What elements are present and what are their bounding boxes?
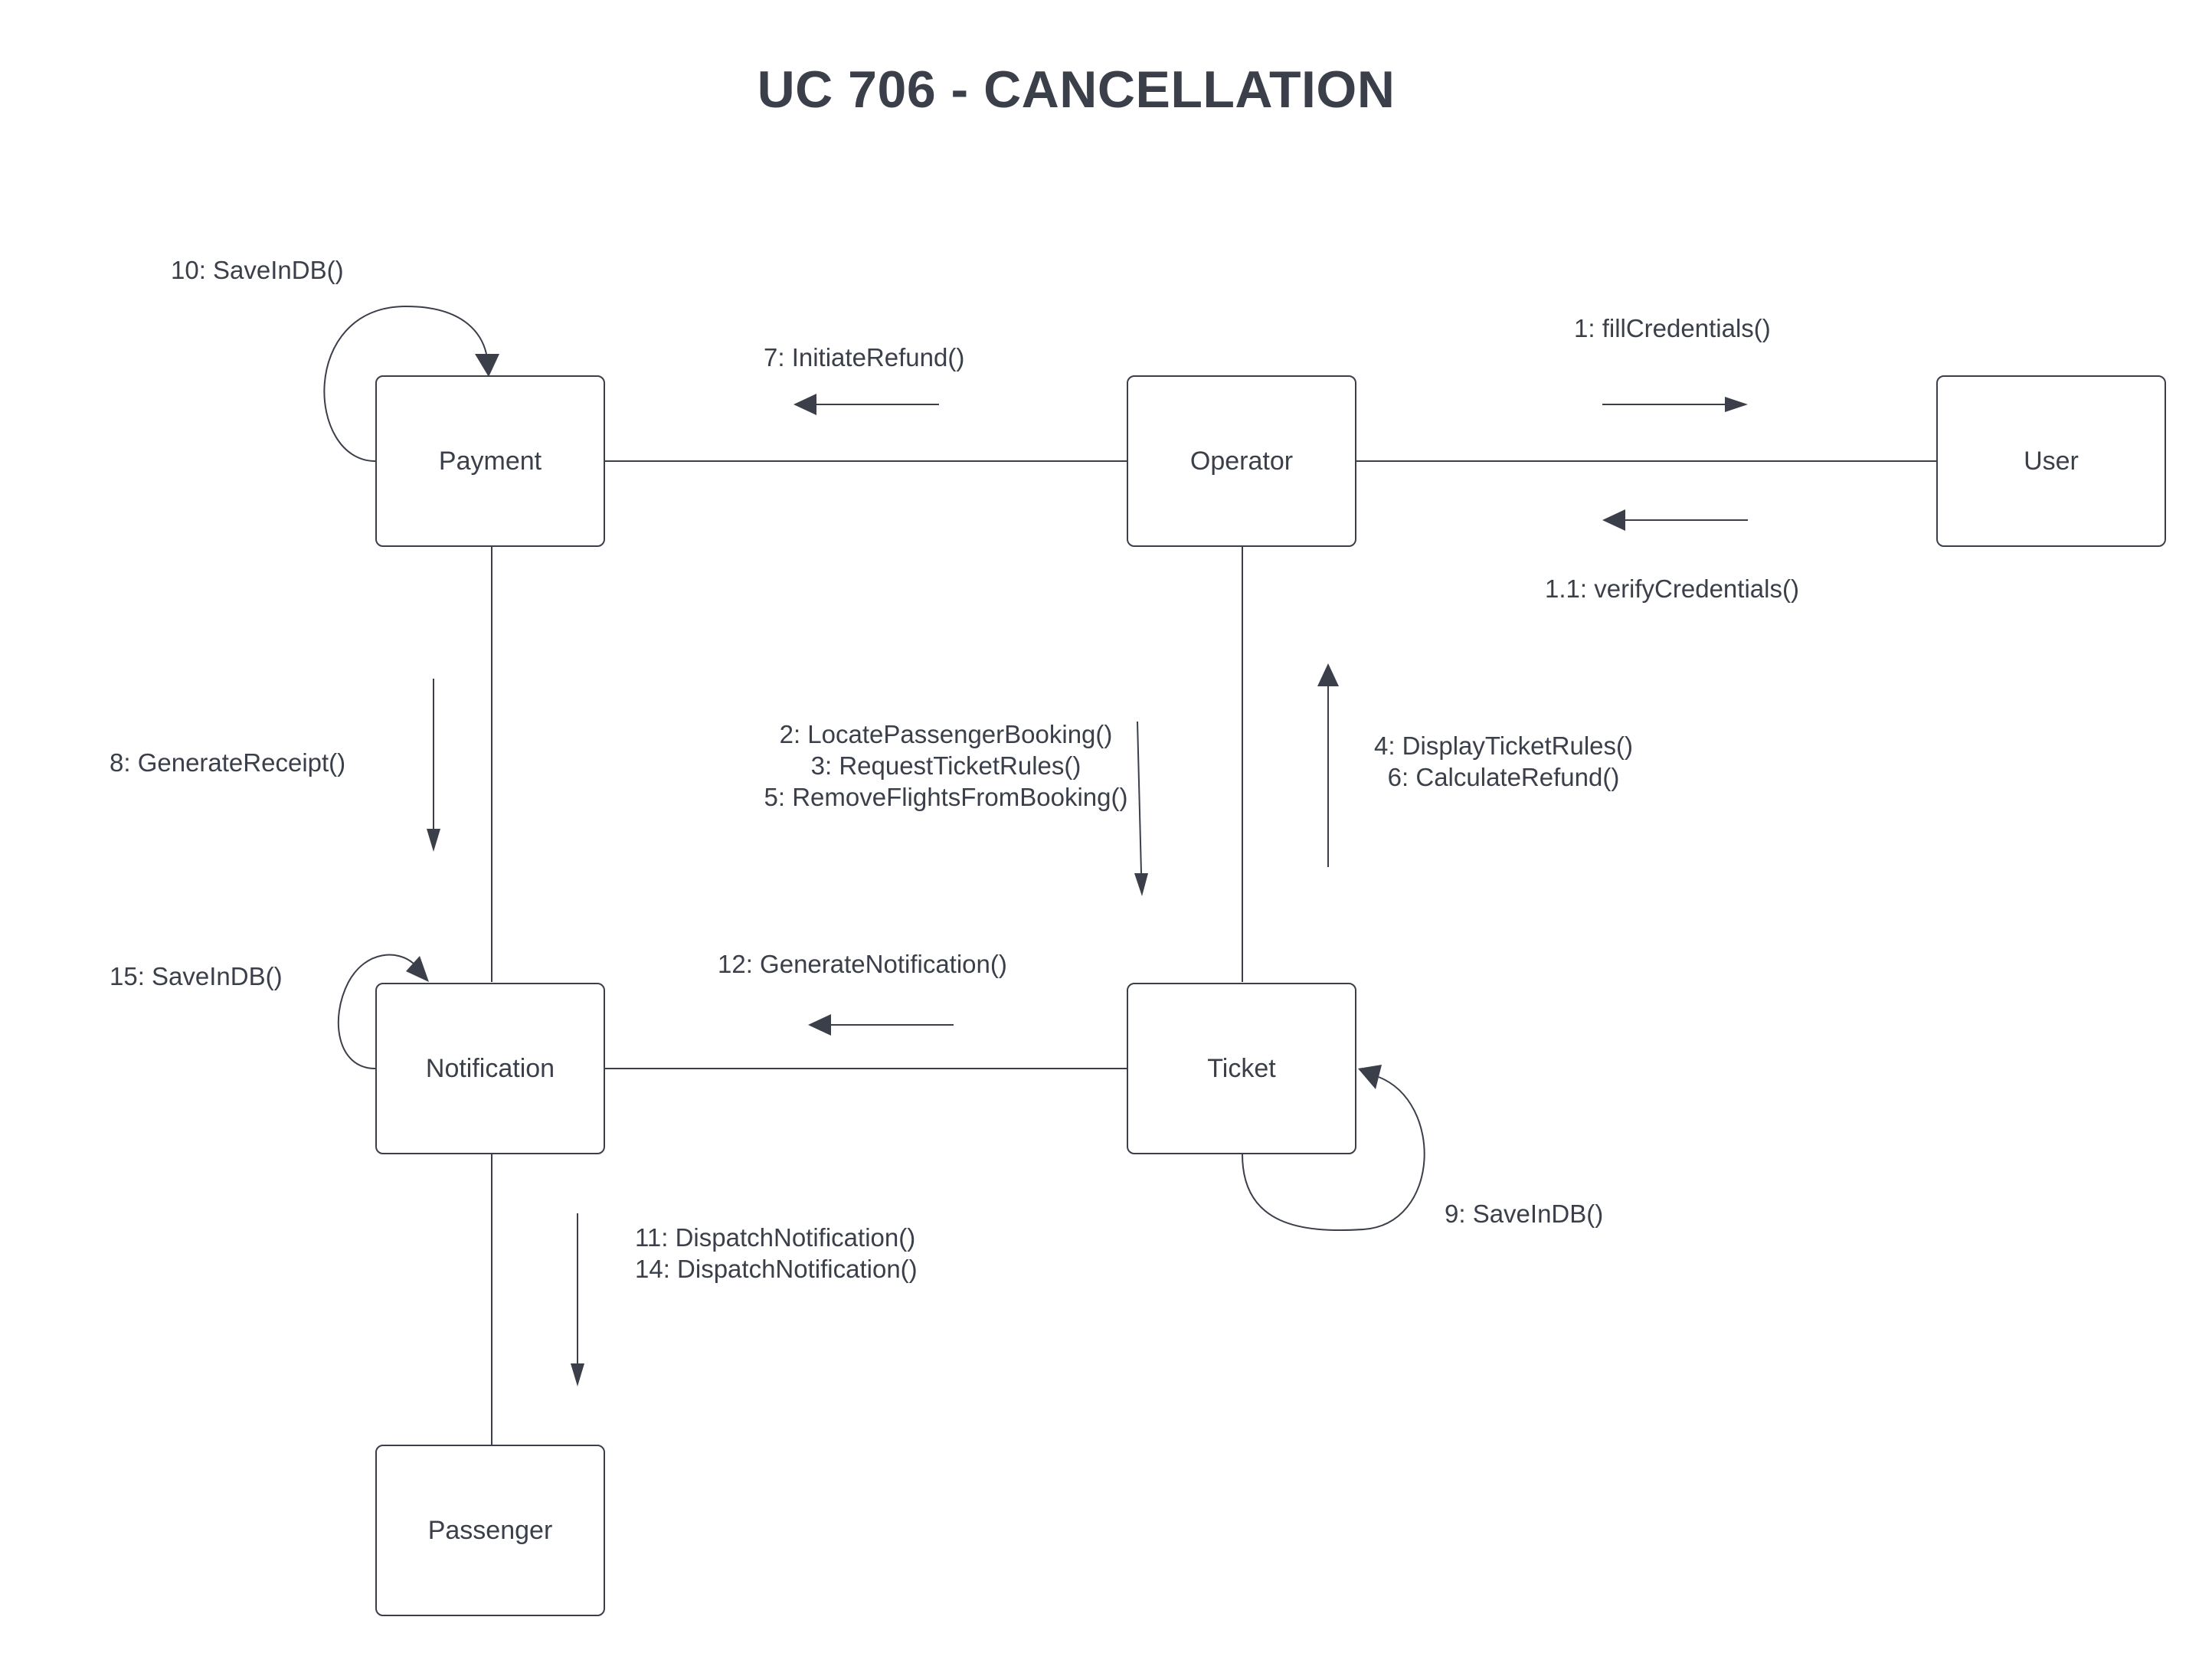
message-group-operator-to-ticket: 2: LocatePassengerBooking() 3: RequestTi… (735, 718, 1157, 813)
arrow-fill-credentials (1602, 397, 1748, 412)
object-ticket: Ticket (1127, 983, 1356, 1154)
self-loop-payment (323, 305, 499, 462)
arrow-generate-notification (808, 1014, 954, 1036)
arrow-operator-to-ticket (1134, 721, 1148, 896)
message-calculate-refund: 6: CalculateRefund() (1387, 763, 1620, 791)
message-verify-credentials: 1.1: verifyCredentials() (1545, 574, 1799, 603)
arrow-generate-receipt (427, 679, 440, 852)
arrow-dispatch-notification (571, 1213, 584, 1386)
object-payment: Payment (375, 375, 605, 547)
message-fill-credentials: 1: fillCredentials() (1574, 314, 1771, 342)
message-save-notification: 15: SaveInDB() (110, 962, 283, 990)
arrow-ticket-to-operator (1317, 663, 1339, 867)
object-user: User (1936, 375, 2166, 547)
self-loop-ticket (1242, 1065, 1425, 1232)
message-generate-notification: 12: GenerateNotification() (718, 950, 1007, 978)
object-passenger: Passenger (375, 1445, 605, 1616)
message-initiate-refund: 7: InitiateRefund() (764, 343, 965, 371)
message-save-payment: 10: SaveInDB() (171, 256, 344, 284)
message-dispatch-14: 14: DispatchNotification() (635, 1255, 918, 1283)
diagram-title: UC 706 - CANCELLATION (757, 61, 1396, 119)
message-generate-receipt: 8: GenerateReceipt() (110, 748, 346, 777)
object-notification: Notification (375, 983, 605, 1154)
message-save-ticket: 9: SaveInDB() (1445, 1200, 1604, 1228)
message-group-dispatch: 11: DispatchNotification() 14: DispatchN… (635, 1222, 918, 1285)
message-dispatch-11: 11: DispatchNotification() (635, 1223, 916, 1252)
arrow-verify-credentials (1602, 509, 1748, 531)
message-display-ticket-rules: 4: DisplayTicketRules() (1373, 732, 1634, 760)
message-locate-booking: 2: LocatePassengerBooking() (779, 720, 1113, 748)
message-remove-flights: 5: RemoveFlightsFromBooking() (764, 783, 1128, 811)
message-request-ticket-rules: 3: RequestTicketRules() (810, 751, 1081, 780)
arrow-initiate-refund (794, 394, 939, 415)
message-group-ticket-to-operator: 4: DisplayTicketRules() 6: CalculateRefu… (1354, 730, 1653, 793)
object-operator: Operator (1127, 375, 1356, 547)
self-loop-notification (337, 954, 429, 1069)
